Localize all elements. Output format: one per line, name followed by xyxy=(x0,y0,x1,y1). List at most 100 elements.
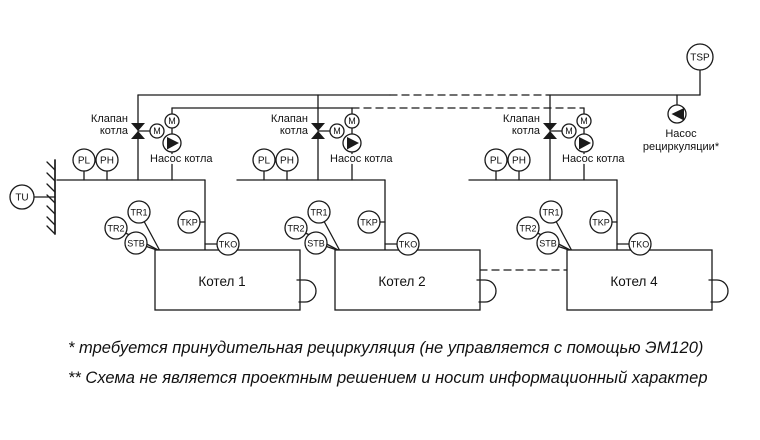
valve-motor-label: M xyxy=(565,126,573,136)
sensor-tsp xyxy=(686,43,714,71)
sensor-tko xyxy=(216,232,240,256)
boiler-valve-icon xyxy=(131,123,145,131)
sensor-tr2 xyxy=(516,216,540,240)
sensor-tr1 xyxy=(307,200,331,224)
sensor-tkp-label: TKP xyxy=(180,218,198,228)
sensor-tkp-label: TKP xyxy=(360,218,378,228)
sensor-pl xyxy=(484,148,508,172)
sensor-tr2-label: TR2 xyxy=(107,224,124,234)
sensor-tko-label: TKO xyxy=(219,240,238,250)
boiler-body xyxy=(566,249,713,311)
boiler-group: M M PL PH TR1 TR2 STB TKP TKO Клапан кот… xyxy=(236,94,497,311)
sensor-ph-label: PH xyxy=(280,156,294,167)
boiler-group: M M PL PH TR1 TR2 STB TKP TKO Клапан кот… xyxy=(468,94,729,311)
boiler-pump-impeller-icon xyxy=(167,137,179,150)
pump-motor-icon xyxy=(576,113,592,129)
sensor-ph xyxy=(275,148,299,172)
sensor-tr1-label: TR1 xyxy=(542,208,559,218)
sensor-tko xyxy=(396,232,420,256)
boiler-groups-layer: M M PL PH TR1 TR2 STB TKP TKO Клапан кот… xyxy=(56,94,729,311)
sensor-tr1 xyxy=(539,200,563,224)
pump-motor-label: M xyxy=(348,116,356,126)
sensor-pl-label: PL xyxy=(490,156,503,167)
sensor-stb xyxy=(536,231,560,255)
valve-label-line2: котла xyxy=(512,125,541,137)
boiler-valve-icon xyxy=(311,123,325,131)
pump-motor-icon xyxy=(344,113,360,129)
valve-motor-icon xyxy=(149,123,165,139)
boiler-pump-impeller-icon xyxy=(347,137,359,150)
sensor-tkp xyxy=(589,210,613,234)
sensor-tko-label: TKO xyxy=(399,240,418,250)
recirculation-pump-label-line1: Насос xyxy=(665,128,697,140)
pump-motor-label: M xyxy=(168,116,176,126)
boiler-group: M M PL PH TR1 TR2 STB TKP TKO Клапан кот… xyxy=(56,94,317,311)
boiler-label: Котел 1 xyxy=(198,274,245,289)
sensor-tu-label: TU xyxy=(15,193,28,204)
valve-motor-label: M xyxy=(333,126,341,136)
boiler-valve-icon xyxy=(131,131,145,139)
sensor-ph xyxy=(507,148,531,172)
recirculation-pump-impeller-icon xyxy=(671,108,684,121)
sensor-tr2 xyxy=(284,216,308,240)
sensor-tko xyxy=(628,232,652,256)
sensor-tkp xyxy=(357,210,381,234)
boiler-body xyxy=(154,249,301,311)
boiler-valve-icon xyxy=(311,131,325,139)
sensor-ph xyxy=(95,148,119,172)
sensor-tr2-label: TR2 xyxy=(287,224,304,234)
sensor-tr1-label: TR1 xyxy=(310,208,327,218)
sensor-tkp-label: TKP xyxy=(592,218,610,228)
valve-label-line2: котла xyxy=(100,125,129,137)
sensor-pl-label: PL xyxy=(258,156,271,167)
recirculation-pump-label-line2: рециркуляции* xyxy=(643,141,720,153)
boiler-label: Котел 2 xyxy=(378,274,425,289)
pump-motor-icon xyxy=(164,113,180,129)
sensor-stb-label: STB xyxy=(307,239,325,249)
boiler-outlet-pipe-icon xyxy=(708,279,729,303)
sensor-pl xyxy=(252,148,276,172)
sensor-tu xyxy=(9,184,35,210)
valve-motor-icon xyxy=(329,123,345,139)
sensor-tkp xyxy=(177,210,201,234)
boiler-valve-icon xyxy=(543,131,557,139)
boiler-body xyxy=(334,249,481,311)
sensor-stb xyxy=(124,231,148,255)
pump-label: Насос котла xyxy=(562,153,625,165)
sensor-pl xyxy=(72,148,96,172)
boiler-outlet-pipe-icon xyxy=(296,279,317,303)
valve-label-line1: Клапан xyxy=(91,113,128,125)
valve-label-line2: котла xyxy=(280,125,309,137)
group-pipes xyxy=(56,94,229,252)
sensor-tr1-label: TR1 xyxy=(130,208,147,218)
boiler-outlet-pipe-icon xyxy=(476,279,497,303)
boiler-pump-impeller-icon xyxy=(579,137,591,150)
sensor-stb xyxy=(304,231,328,255)
sensor-pl-label: PL xyxy=(78,156,91,167)
valve-label-line1: Клапан xyxy=(503,113,540,125)
valve-motor-label: M xyxy=(153,126,161,136)
valve-label-line1: Клапан xyxy=(271,113,308,125)
sensor-ph-label: PH xyxy=(512,156,526,167)
sensor-tsp-label: TSP xyxy=(690,53,710,64)
pump-label: Насос котла xyxy=(150,153,213,165)
footnote-2: ** Схема не является проектным решением … xyxy=(68,369,708,387)
boiler-valve-icon xyxy=(543,123,557,131)
sensor-tr2 xyxy=(104,216,128,240)
sensor-stb-label: STB xyxy=(127,239,145,249)
sensor-tko-label: TKO xyxy=(631,240,650,250)
footnote-1: * требуется принудительная рециркуляция … xyxy=(68,339,703,357)
group-pipes xyxy=(236,94,409,252)
sensor-stb-label: STB xyxy=(539,239,557,249)
sensor-tr2-label: TR2 xyxy=(519,224,536,234)
sensor-tr1 xyxy=(127,200,151,224)
group-pipes xyxy=(468,94,641,252)
boiler-label: Котел 4 xyxy=(610,274,658,289)
sensor-ph-label: PH xyxy=(100,156,114,167)
system-wall xyxy=(46,159,56,235)
pump-label: Насос котла xyxy=(330,153,393,165)
control-bus-lines xyxy=(33,69,701,271)
valve-motor-icon xyxy=(561,123,577,139)
